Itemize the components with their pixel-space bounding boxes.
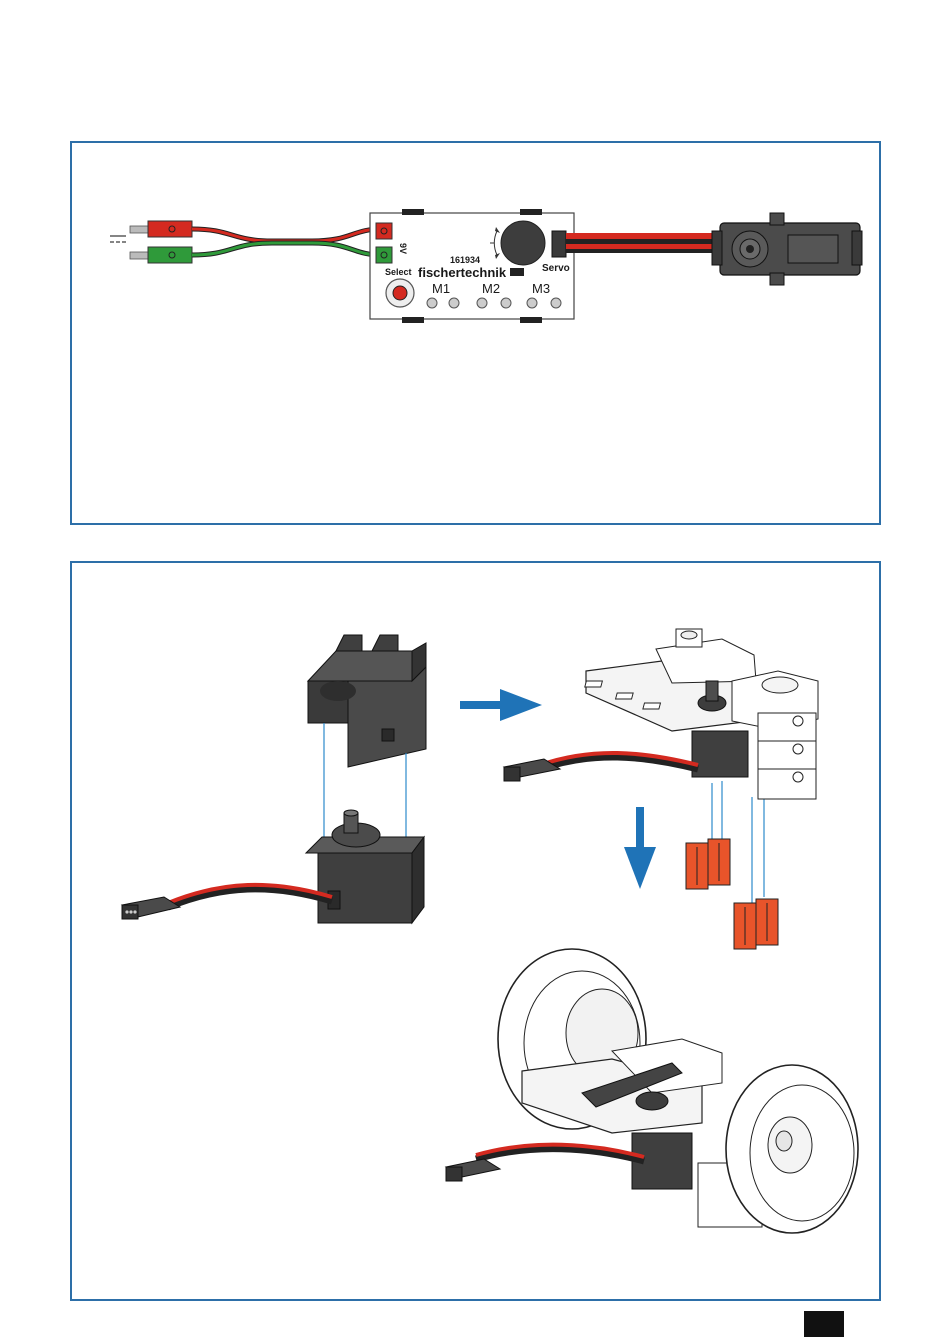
servo-mounted-assembly (585, 629, 818, 799)
assembly-panel (70, 561, 881, 1301)
dc-symbol-icon (110, 236, 126, 242)
select-label: Select (385, 267, 412, 277)
brand-logo: fischertechnik (418, 265, 507, 280)
output-label-m3: M3 (532, 281, 550, 296)
servo-controller-board: 9V Servo 161934 Select fischertechnik M1… (370, 209, 574, 323)
down-arrow-icon (624, 807, 656, 889)
right-arrow-icon (460, 689, 542, 721)
output-label-m1: M1 (432, 281, 450, 296)
servo-connector-bottom (446, 1159, 500, 1181)
servo-label: Servo (542, 263, 570, 274)
wheel-axle-assembly (498, 949, 858, 1233)
wiring-panel: 9V Servo 161934 Select fischertechnik M1… (70, 141, 881, 525)
green-plug (130, 247, 192, 263)
orange-plug-pair-2 (734, 899, 778, 949)
assembly-diagram (72, 563, 883, 1303)
voltage-label: 9V (398, 243, 408, 254)
potentiometer-knob[interactable] (501, 221, 545, 265)
servo-motor (712, 213, 862, 285)
orange-plug-pair-1 (686, 839, 730, 889)
red-plug (130, 221, 192, 237)
wiring-diagram: 9V Servo 161934 Select fischertechnik M1… (72, 143, 883, 527)
output-label-m2: M2 (482, 281, 500, 296)
servo-holder (308, 635, 426, 767)
part-number: 161934 (450, 255, 480, 265)
page-corner-tab (804, 1311, 844, 1337)
